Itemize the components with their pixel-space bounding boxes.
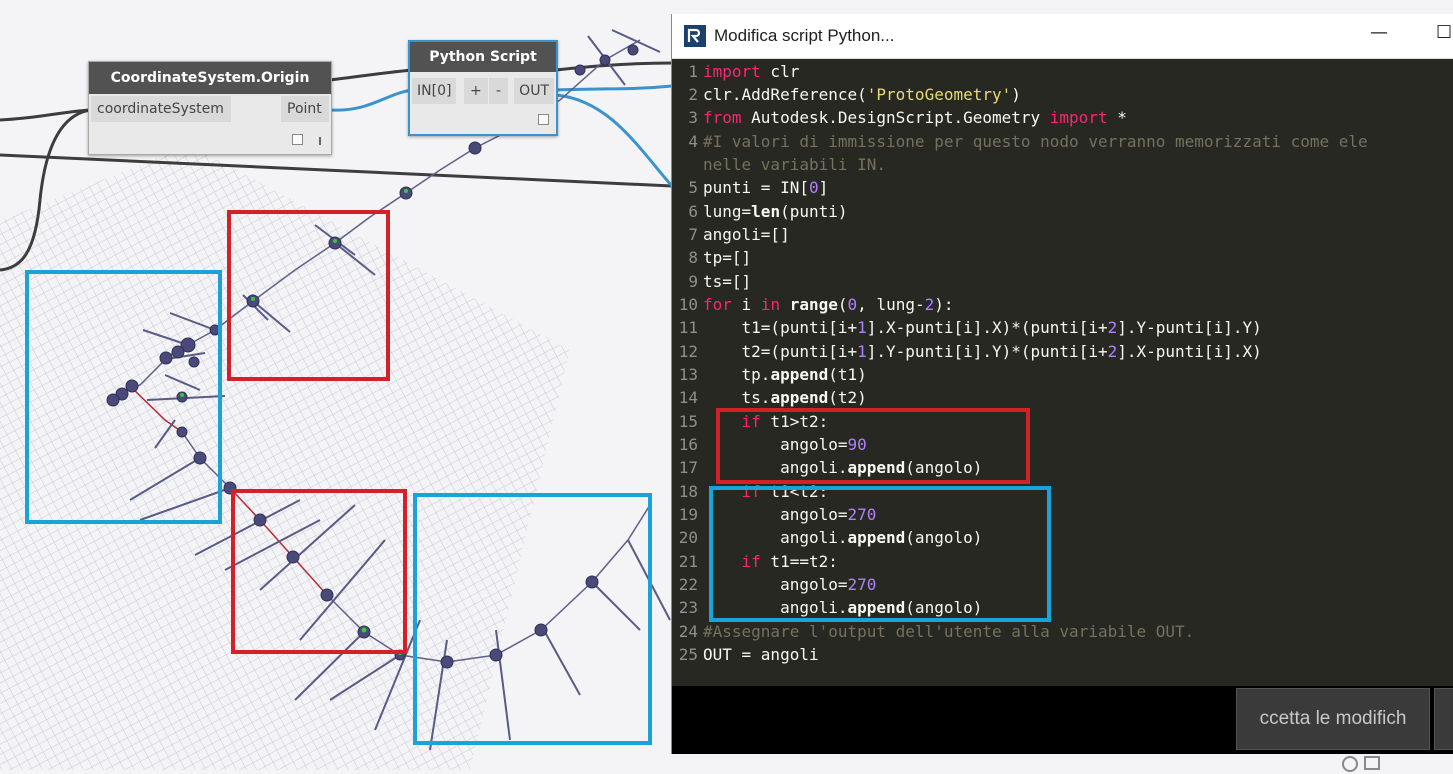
canvas-view-controls[interactable] — [1340, 754, 1400, 774]
line-number: 14 — [678, 388, 698, 407]
code-line: nelle variabili IN. — [703, 155, 887, 174]
line-number: 8 — [688, 248, 698, 267]
line-number: 21 — [678, 552, 698, 571]
line-number: 15 — [678, 412, 698, 431]
maximize-button[interactable]: ☐ — [1436, 22, 1453, 43]
red-highlight-box — [231, 489, 407, 654]
remove-input-button[interactable]: - — [489, 78, 509, 104]
code-line: from Autodesk.DesignScript.Geometry impo… — [703, 108, 1127, 127]
accept-changes-button[interactable]: ccetta le modifich — [1236, 688, 1430, 750]
output-port-point[interactable]: Point — [281, 96, 329, 122]
code-line: t1=(punti[i+1].X-punti[i].X)*(punti[i+2]… — [703, 318, 1262, 337]
line-number: 24 — [678, 622, 698, 641]
revit-app-icon — [684, 25, 706, 47]
line-number: 12 — [678, 342, 698, 361]
grid-plane — [0, 145, 570, 770]
line-number: 1 — [688, 62, 698, 81]
code-line: angoli.append(angolo) — [703, 528, 983, 547]
resize-handle[interactable] — [319, 137, 321, 145]
line-number: 25 — [678, 645, 698, 664]
coordinatesystem-origin-node[interactable]: CoordinateSystem.Origin coordinateSystem… — [88, 61, 332, 155]
minimize-button[interactable]: — — [1370, 22, 1388, 43]
cancel-button[interactable] — [1434, 688, 1453, 750]
code-line: ts=[] — [703, 272, 752, 291]
code-line: tp.append(t1) — [703, 365, 867, 384]
editor-footer: ccetta le modifich — [672, 686, 1453, 754]
line-number: 6 — [688, 202, 698, 221]
window-title: Modifica script Python... — [714, 26, 895, 45]
code-line: tp=[] — [703, 248, 752, 267]
line-number: 23 — [678, 598, 698, 617]
preview-toggle[interactable] — [292, 134, 303, 145]
preview-toggle[interactable] — [538, 114, 549, 125]
input-port-coordinatesystem[interactable]: coordinateSystem — [91, 96, 231, 122]
line-number: 7 — [688, 225, 698, 244]
blue-highlight-box — [709, 486, 1051, 622]
normal-sticks — [129, 29, 671, 751]
line-number: 19 — [678, 505, 698, 524]
line-number: 11 — [678, 318, 698, 337]
line-number: 3 — [688, 108, 698, 127]
code-line: #I valori di immissione per questo nodo … — [703, 132, 1368, 151]
node-wires — [0, 61, 674, 272]
red-highlight-box — [227, 210, 390, 381]
code-line: angoli.append(angolo) — [703, 458, 983, 477]
line-number: 13 — [678, 365, 698, 384]
line-number: 5 — [688, 178, 698, 197]
code-line: for i in range(0, lung-2): — [703, 295, 954, 314]
code-line: angoli=[] — [703, 225, 790, 244]
line-number: 4 — [688, 132, 698, 151]
line-number: 17 — [678, 458, 698, 477]
line-number: 9 — [688, 272, 698, 291]
code-line: lung=len(punti) — [703, 202, 848, 221]
node-title: Python Script — [410, 42, 556, 72]
code-line: angoli.append(angolo) — [703, 598, 983, 617]
code-line: angolo=270 — [703, 505, 877, 524]
add-input-button[interactable]: + — [464, 78, 488, 104]
green-markers — [180, 189, 408, 655]
code-line: angolo=270 — [703, 575, 877, 594]
code-line: ts.append(t2) — [703, 388, 867, 407]
line-number: 2 — [688, 85, 698, 104]
fit-view-icon[interactable] — [1342, 756, 1358, 772]
line-number: 10 — [678, 295, 698, 314]
code-line: t2=(punti[i+1].Y-punti[i].Y)*(punti[i+2]… — [703, 342, 1262, 361]
python-script-node[interactable]: Python Script IN[0] + - OUT — [408, 40, 558, 136]
code-line: punti = IN[0] — [703, 178, 829, 197]
code-line: if t1==t2: — [741, 552, 838, 571]
code-line: clr.AddReference('ProtoGeometry') — [703, 85, 1021, 104]
code-line: import clr — [703, 62, 800, 81]
input-port-in0[interactable]: IN[0] — [412, 78, 457, 104]
path-points — [106, 44, 639, 669]
blue-highlight-box — [413, 493, 652, 745]
zoom-icon[interactable] — [1364, 756, 1380, 770]
code-line: OUT = angoli — [703, 645, 819, 664]
node-title: CoordinateSystem.Origin — [89, 62, 331, 94]
code-line: #Assegnare l'output dell'utente alla var… — [703, 622, 1195, 641]
code-line: angolo=90 — [703, 435, 867, 454]
code-line: if t1>t2: — [741, 412, 829, 431]
line-number: 20 — [678, 528, 698, 547]
window-titlebar[interactable]: Modifica script Python... — ☐ — [672, 14, 1453, 59]
line-number: 22 — [678, 575, 698, 594]
red-highlight-box — [716, 408, 1030, 484]
line-number: 18 — [678, 482, 698, 501]
line-number: 16 — [678, 435, 698, 454]
red-segments — [131, 387, 328, 596]
output-port-out[interactable]: OUT — [514, 78, 554, 104]
blue-highlight-box — [25, 270, 222, 524]
